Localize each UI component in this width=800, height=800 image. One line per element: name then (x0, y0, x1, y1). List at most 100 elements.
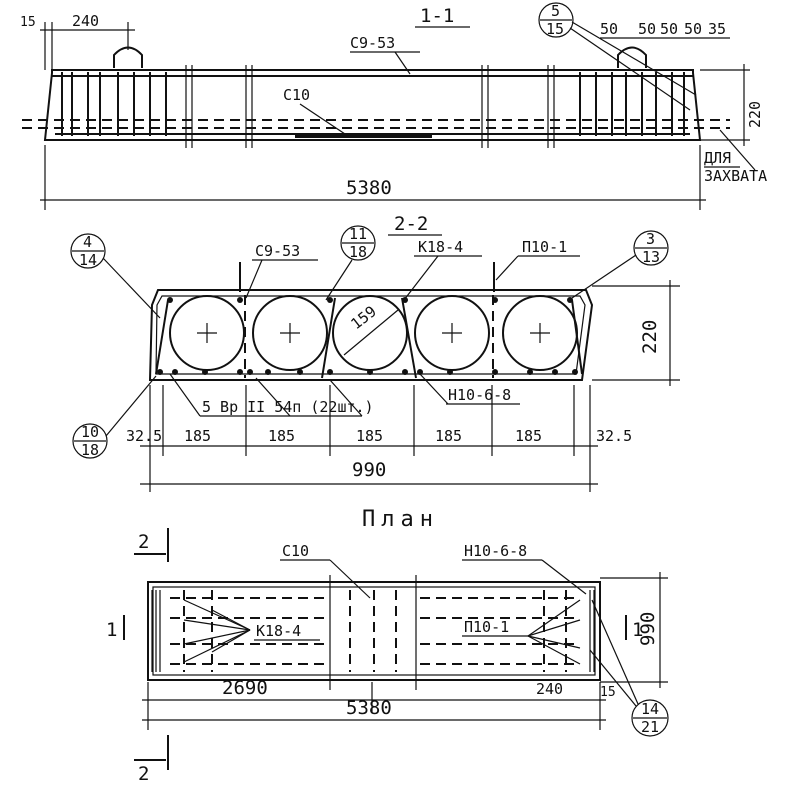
dim-240: 240 (536, 680, 563, 698)
plan-title: План (362, 507, 439, 532)
rebar-note: 5 Вр II 54п (22шт.) (202, 398, 374, 416)
rebar-cage-right (481, 65, 685, 148)
label-k18-4: К18-4 (418, 238, 463, 256)
plan-dashed-lines (170, 597, 580, 665)
dim-15: 15 (20, 15, 36, 30)
label-h10-6-8: Н10-6-8 (448, 386, 511, 404)
svg-text:13: 13 (642, 248, 660, 266)
note-line-2: ЗАХВАТА (704, 167, 767, 185)
leader-p10-1 (527, 635, 581, 665)
dim-32-5-right: 32.5 (596, 427, 632, 445)
label-c9-53: С9-53 (255, 242, 300, 260)
dim-50a: 50 (600, 20, 618, 38)
callout-4-14: 4 14 (70, 233, 161, 319)
label-mesh-c10: С10 (283, 86, 310, 104)
slab-section-outline (148, 289, 594, 381)
leader-rebar (169, 373, 201, 417)
hollow-core-2 (252, 295, 328, 371)
callout-10-18: 10 18 (72, 375, 157, 459)
dim-240: 240 (72, 12, 99, 30)
end-hatching (151, 590, 595, 672)
dim-length-5380: 5380 (346, 177, 392, 199)
diameter-line (343, 309, 399, 356)
dim-185-2: 185 (268, 427, 295, 445)
plan-dashed-verticals (183, 575, 567, 690)
label-c10: С10 (282, 542, 309, 560)
lifting-loop-right (617, 46, 647, 68)
section-2-2: 2-2 159 (70, 213, 680, 492)
plan-view: План 2 2 1 1 (106, 507, 669, 785)
dim-2690: 2690 (222, 677, 268, 699)
slab-elevation-outline (43, 69, 702, 141)
dim-total-990: 990 (352, 459, 386, 481)
svg-text:3: 3 (646, 230, 655, 248)
dim-height-220: 220 (746, 101, 764, 128)
slab-plan-outline (147, 581, 601, 681)
leader-h10-6-8 (419, 373, 449, 405)
section-2-2-title: 2-2 (394, 213, 428, 235)
leader-rebar (329, 379, 363, 417)
dim-32-5-left: 32.5 (126, 427, 162, 445)
section-1-1: 1-1 15 240 (20, 2, 767, 210)
svg-text:10: 10 (81, 423, 99, 441)
callout-14-21: 14 21 (589, 599, 669, 737)
label-mesh-c9-53: С9-53 (350, 34, 395, 52)
dim-185-5: 185 (515, 427, 542, 445)
dim-35: 35 (708, 20, 726, 38)
dim-50c: 50 (660, 20, 678, 38)
svg-text:14: 14 (641, 700, 659, 718)
slab-plan-inner (152, 586, 596, 676)
svg-text:18: 18 (81, 441, 99, 459)
callout-5-15: 5 15 (538, 2, 697, 111)
rebar-cage-left (61, 65, 253, 148)
svg-text:18: 18 (349, 243, 367, 261)
dim-185-1: 185 (184, 427, 211, 445)
lifting-loop-left (113, 46, 143, 68)
dim-15: 15 (600, 685, 616, 700)
leader-p10-1 (527, 635, 581, 649)
cut-label-top: 2 (138, 531, 149, 553)
frame-right (571, 299, 583, 375)
side-label-left: 1 (106, 619, 117, 641)
leader-p10-1 (527, 599, 581, 637)
side-label-right: 1 (632, 619, 643, 641)
dim-height-220: 220 (639, 320, 661, 354)
leader-p10-1 (527, 619, 581, 637)
label-p10-1: П10-1 (464, 618, 509, 636)
callout-11-18: 11 18 (325, 225, 376, 301)
dim-185-3: 185 (356, 427, 383, 445)
label-k18-4: К18-4 (256, 622, 301, 640)
note-line-1: ДЛЯ (704, 149, 731, 167)
leader-p10-1 (495, 255, 519, 281)
leader-h10-6-8 (541, 559, 587, 595)
hollow-cores (169, 295, 578, 371)
leader-c10 (329, 559, 371, 599)
callout-3-13: 3 13 (571, 230, 669, 299)
frame-k18-right (401, 297, 417, 379)
svg-text:21: 21 (641, 718, 659, 736)
note-leader (719, 129, 756, 171)
leader-c10 (299, 103, 346, 135)
dim-width-990: 990 (637, 612, 659, 646)
section-1-1-title: 1-1 (420, 5, 454, 27)
svg-text:5: 5 (551, 2, 560, 20)
dim-50d: 50 (684, 20, 702, 38)
svg-text:15: 15 (546, 20, 564, 38)
dim-chain (140, 385, 598, 492)
leader-k18-4 (403, 255, 439, 301)
leader-c9-53 (245, 259, 263, 299)
label-h10-6-8: Н10-6-8 (464, 542, 527, 560)
dim-total-5380: 5380 (346, 697, 392, 719)
frame-k18-left (321, 297, 336, 379)
leader-c9-53 (394, 51, 411, 75)
frame-left (155, 299, 169, 375)
leader-rebar (255, 377, 291, 417)
svg-text:4: 4 (83, 233, 92, 251)
dim-185-4: 185 (435, 427, 462, 445)
svg-text:11: 11 (349, 225, 367, 243)
k18-4-leaders (183, 599, 251, 663)
label-p10-1: П10-1 (522, 238, 567, 256)
dim-50b: 50 (638, 20, 656, 38)
svg-text:14: 14 (79, 251, 97, 269)
